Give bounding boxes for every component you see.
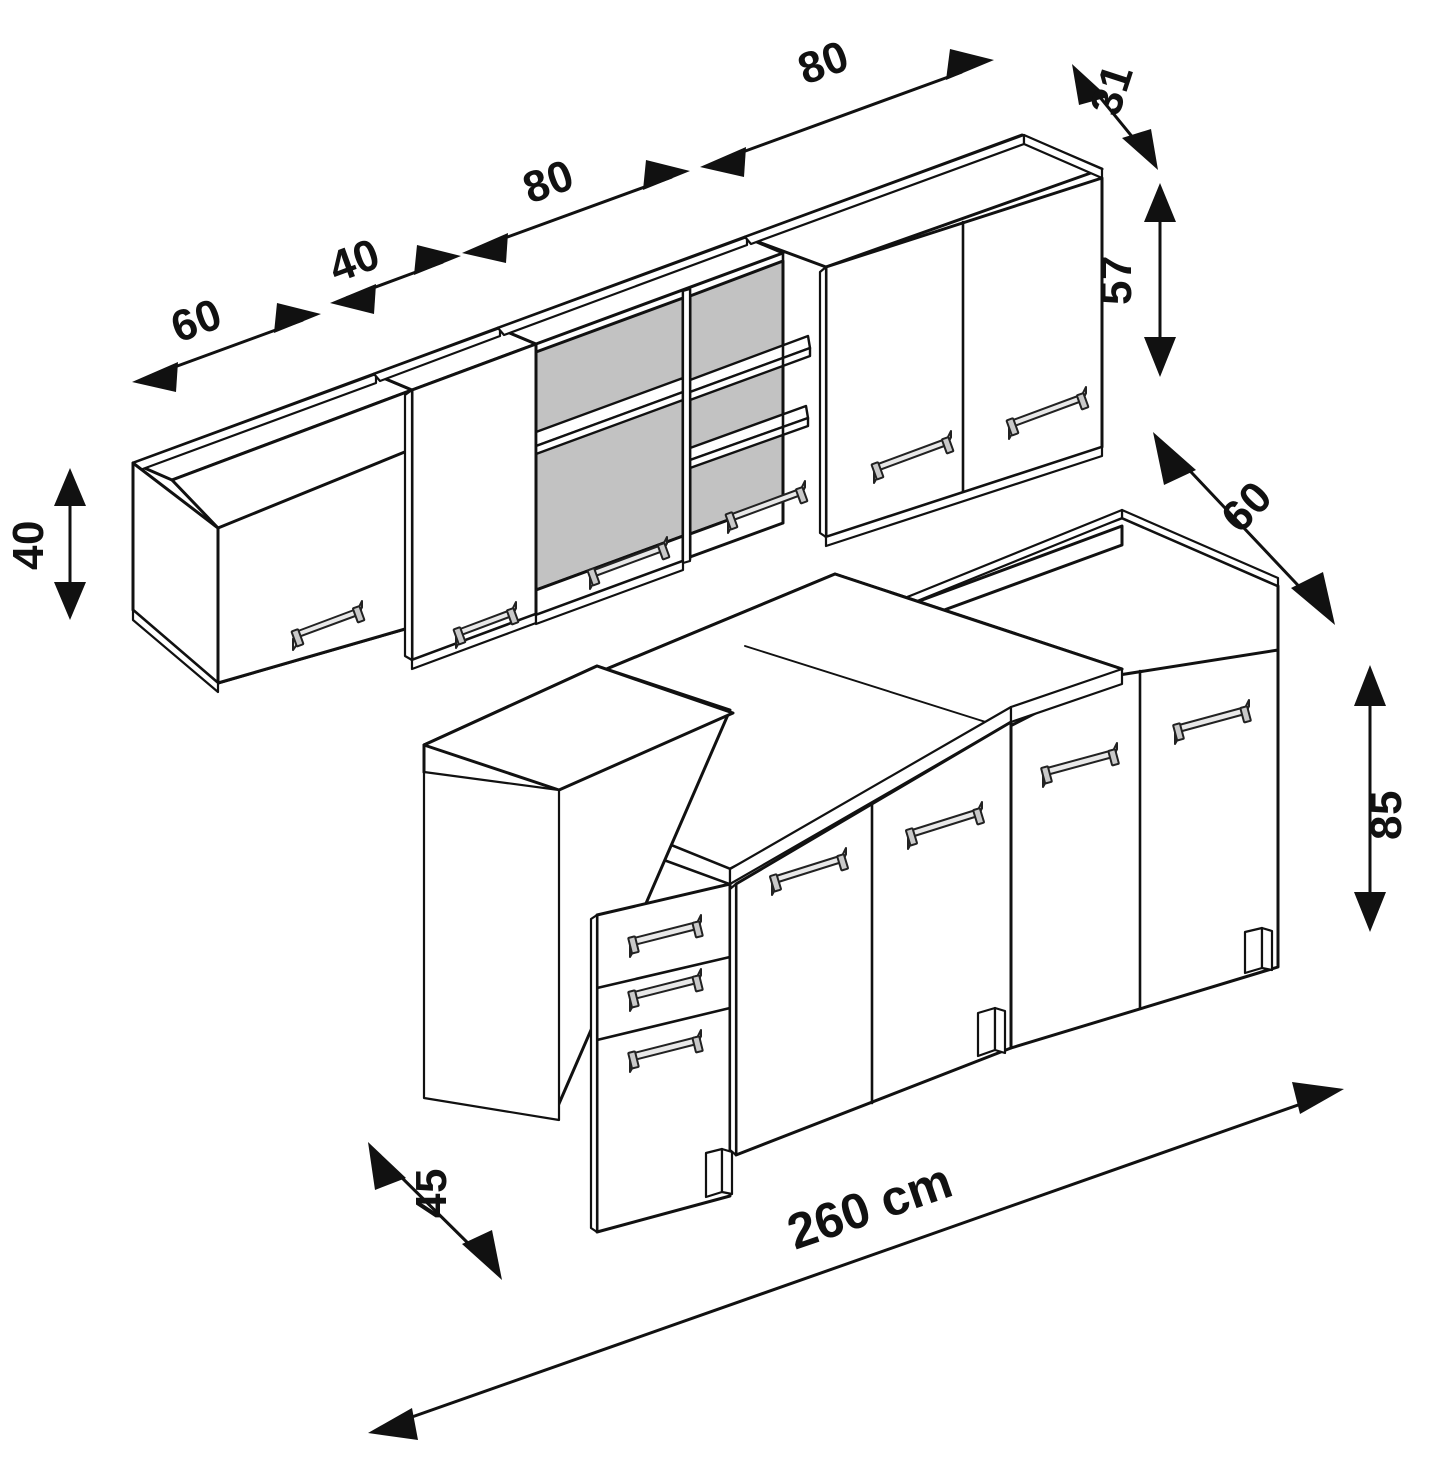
upper-cabinet-double-door[interactable] xyxy=(743,133,1104,548)
dim-label-60-upper: 60 xyxy=(165,289,229,352)
dim-upper-short-height-40: 40 xyxy=(4,468,86,620)
dim-label-45: 45 xyxy=(407,1168,456,1218)
base-cabinet-middle[interactable] xyxy=(728,720,1013,1157)
upper-cabinet-glass-door[interactable] xyxy=(496,235,812,626)
dim-label-57: 57 xyxy=(1092,255,1141,305)
dim-label-40-upper: 40 xyxy=(323,229,387,292)
dim-upper-height-57: 57 xyxy=(1092,183,1176,377)
dim-total-width-260: 260 cm xyxy=(368,1082,1344,1440)
dim-label-80a-upper: 80 xyxy=(517,150,581,213)
dim-base-side-depth-45: 45 xyxy=(368,1142,502,1280)
dim-label-80b-upper: 80 xyxy=(792,31,856,94)
base-drawer-unit[interactable] xyxy=(589,882,734,1234)
handle-icon[interactable] xyxy=(290,600,366,651)
handle-icon[interactable] xyxy=(870,430,955,484)
dim-label-31: 31 xyxy=(1081,58,1143,121)
handle-icon[interactable] xyxy=(627,968,704,1012)
handle-icon[interactable] xyxy=(1040,742,1120,788)
handle-icon[interactable] xyxy=(627,1029,704,1073)
handle-icon[interactable] xyxy=(627,914,704,958)
dim-upper-depth-31: 31 xyxy=(1072,58,1158,170)
handle-icon[interactable] xyxy=(1005,386,1090,440)
base-cabinet-run xyxy=(422,508,1280,1234)
handle-icon[interactable] xyxy=(905,801,985,850)
dim-label-60-base: 60 xyxy=(1212,472,1282,542)
dim-label-260: 260 cm xyxy=(780,1152,959,1260)
handle-icon[interactable] xyxy=(769,847,849,896)
handle-icon[interactable] xyxy=(586,536,671,590)
handle-icon[interactable] xyxy=(1172,699,1252,745)
upper-cabinet-lift-up[interactable] xyxy=(131,372,414,694)
handle-icon[interactable] xyxy=(724,480,809,534)
dim-label-40-height: 40 xyxy=(4,520,53,570)
base-countertop xyxy=(422,572,1124,1122)
upper-cabinet-run xyxy=(131,133,1104,694)
dim-base-height-85: 85 xyxy=(1354,665,1411,932)
handle-icon[interactable] xyxy=(452,601,520,649)
dim-label-85: 85 xyxy=(1362,790,1411,840)
